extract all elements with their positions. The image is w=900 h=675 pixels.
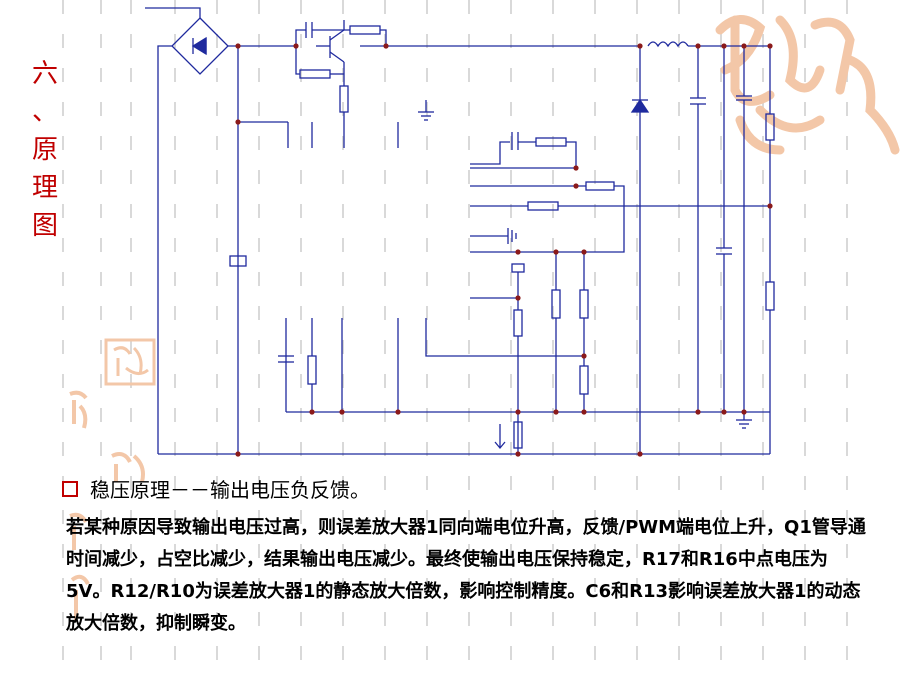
square-bullet-icon (62, 480, 78, 497)
seal-decoration-left-1 (104, 338, 156, 390)
circuit-schematic (145, 7, 775, 457)
section-title-char: 原 (31, 135, 58, 165)
section-title-char: 、 (31, 97, 58, 127)
explanation-paragraph: 若某种原因导致输出电压过高，则误差放大器1同向端电位升高，反馈/PWM端电位上升… (66, 517, 866, 634)
bullet-heading-text: 稳压原理－－输出电压负反馈。 (90, 478, 370, 502)
seal-decoration-left-2 (66, 388, 92, 436)
section-title-char: 六 (31, 59, 58, 89)
seal-decoration-left-3 (106, 448, 156, 492)
seal-decoration-left-4 (66, 510, 92, 634)
section-title: 六 、 原 理 图 (28, 55, 62, 245)
section-title-char: 图 (31, 211, 58, 241)
section-title-char: 理 (31, 173, 58, 203)
bullet-heading: 稳压原理－－输出电压负反馈。 (62, 474, 370, 503)
